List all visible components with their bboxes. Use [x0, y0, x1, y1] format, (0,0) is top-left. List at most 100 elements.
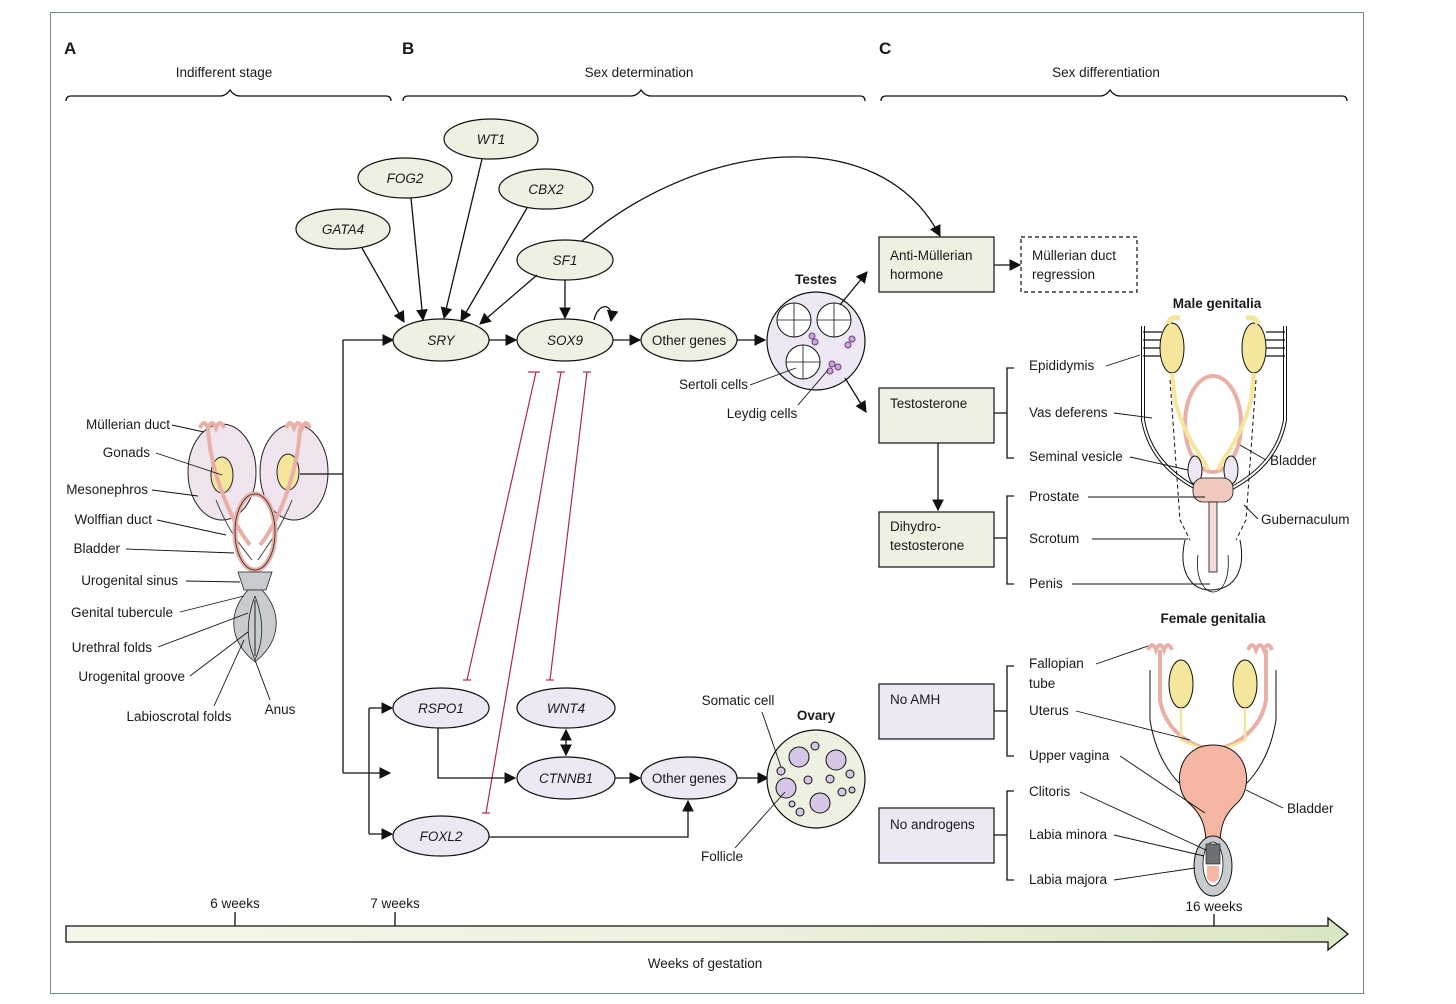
- box-no-amh: [878, 683, 995, 740]
- male-genitalia: Male genitalia: [1141, 296, 1287, 593]
- indifferent-anatomy: [187, 421, 329, 663]
- arrow-rspo1-ctnnb1: [437, 728, 517, 784]
- node-foxl2-label: FOXL2: [420, 829, 463, 844]
- panel-c-brace: [880, 88, 1348, 102]
- sox9-self-loop: [593, 305, 619, 323]
- node-cbx2: [498, 168, 594, 210]
- inhibit-sox9-wnt4: [549, 371, 588, 681]
- box-no-androgens: [878, 807, 995, 864]
- urogenital-sinus: [237, 571, 273, 591]
- label-seminal-vesicle: Seminal vesicle: [1029, 449, 1123, 464]
- box-dht-line1: Dihydro-: [890, 519, 941, 534]
- tick-label-16-weeks: 16 weeks: [1185, 899, 1242, 914]
- label-uterus: Uterus: [1029, 703, 1069, 718]
- label-prostate: Prostate: [1029, 489, 1079, 504]
- target-brackets: [994, 367, 1014, 881]
- label-epididymis: Epididymis: [1029, 358, 1095, 373]
- label-urogenital-sinus: Urogenital sinus: [81, 573, 178, 588]
- panel-b-letter: B: [402, 39, 414, 58]
- label-leydig-cells: Leydig cells: [727, 406, 798, 421]
- node-sox9-label: SOX9: [547, 333, 584, 348]
- mullerian-fimbria-left: [198, 421, 226, 434]
- indifferent-labels: Müllerian duct Gonads Mesonephros Wolffi…: [66, 417, 295, 724]
- node-other-genes-male-label: Other genes: [652, 333, 727, 348]
- label-tube: tube: [1029, 676, 1055, 691]
- label-gonads: Gonads: [103, 445, 151, 460]
- box-amh-line2: hormone: [890, 267, 943, 282]
- label-bladder: Bladder: [73, 541, 120, 556]
- node-rspo1-label: RSPO1: [418, 701, 464, 716]
- timeline-label: Weeks of gestation: [648, 956, 763, 971]
- label-genital-tubercule: Genital tubercule: [71, 605, 173, 620]
- node-rspo1: [392, 687, 490, 729]
- label-urogenital-groove: Urogenital groove: [78, 669, 185, 684]
- arrow-fog2-sry: [410, 197, 428, 322]
- panel-a-brace: [65, 88, 392, 102]
- arrow-testes-testosterone: [844, 377, 867, 413]
- label-labia-majora: Labia majora: [1029, 872, 1108, 887]
- box-testosterone-label: Testosterone: [890, 396, 967, 411]
- panel-b-title: Sex determination: [585, 65, 694, 80]
- label-vas-deferens: Vas deferens: [1029, 405, 1108, 420]
- female-labels: Fallopian tube Uterus Upper vagina Clito…: [1029, 645, 1334, 887]
- panel-b-brace: [402, 88, 866, 102]
- node-ctnnb1-label: CTNNB1: [539, 771, 593, 786]
- ovary-title: Ovary: [797, 708, 836, 723]
- panel-c-letter: C: [879, 39, 891, 58]
- label-gubernaculum: Gubernaculum: [1261, 512, 1350, 527]
- testes-diagram: Testes Sertoli cells Leydig cells: [679, 271, 868, 421]
- node-fog2: [357, 157, 453, 199]
- box-dht: [878, 511, 995, 568]
- testes-title: Testes: [795, 272, 837, 287]
- male-labels: Epididymis Vas deferens Seminal vesicle …: [1029, 354, 1350, 591]
- tick-label-6-weeks: 6 weeks: [210, 896, 260, 911]
- box-mdr-line1: Müllerian duct: [1032, 248, 1116, 263]
- label-urethral-folds: Urethral folds: [72, 640, 153, 655]
- label-male-bladder: Bladder: [1270, 453, 1317, 468]
- inhibition-lines: [463, 371, 591, 814]
- arrow-foxl2-other: [489, 799, 694, 838]
- label-penis: Penis: [1029, 576, 1063, 591]
- node-sf1-label: SF1: [553, 253, 578, 268]
- arrow-testes-amh: [839, 271, 868, 306]
- node-cbx2-label: CBX2: [528, 182, 564, 197]
- female-title: Female genitalia: [1160, 611, 1266, 626]
- label-clitoris: Clitoris: [1029, 784, 1071, 799]
- box-testosterone: [878, 387, 995, 444]
- label-female-bladder: Bladder: [1287, 801, 1334, 816]
- node-wt1: [443, 118, 539, 160]
- timeline-arrow: [65, 916, 1350, 952]
- node-gata4-label: GATA4: [322, 222, 364, 237]
- mullerian-fimbria-right: [284, 421, 312, 434]
- female-genitalia: Female genitalia: [1146, 611, 1277, 897]
- panel-c-title: Sex differentiation: [1052, 65, 1160, 80]
- node-wnt4: [516, 687, 616, 729]
- arrow-gata4-sry: [361, 247, 405, 324]
- inhibit-sox9-foxl2: [485, 371, 562, 814]
- box-amh-line1: Anti-Müllerian: [890, 248, 973, 263]
- box-no-androgens-label: No androgens: [890, 817, 975, 832]
- label-anus: Anus: [265, 702, 296, 717]
- label-somatic-cell: Somatic cell: [702, 693, 775, 708]
- label-follicle: Follicle: [701, 849, 743, 864]
- node-gata4: [295, 208, 391, 250]
- panel-a-title: Indifferent stage: [176, 65, 273, 80]
- label-sertoli-cells: Sertoli cells: [679, 377, 748, 392]
- label-upper-vagina: Upper vagina: [1029, 748, 1110, 763]
- label-fallopian: Fallopian: [1029, 656, 1084, 671]
- node-other-genes-female-label: Other genes: [652, 771, 727, 786]
- node-wnt4-label: WNT4: [547, 701, 585, 716]
- label-wolffian-duct: Wolffian duct: [74, 512, 152, 527]
- label-mesonephros: Mesonephros: [66, 482, 148, 497]
- figure-frame: [50, 12, 1364, 994]
- label-labia-minora: Labia minora: [1029, 827, 1108, 842]
- panel-a-letter: A: [64, 39, 76, 58]
- arrow-wt1-sry: [440, 158, 483, 320]
- box-dht-line2: testosterone: [890, 538, 964, 553]
- node-sry-label: SRY: [427, 333, 455, 348]
- node-fog2-label: FOG2: [387, 171, 424, 186]
- box-mdr-line2: regression: [1032, 267, 1095, 282]
- arrow-sf1-amh: [581, 156, 941, 242]
- arrow-cbx2-sry: [460, 207, 528, 323]
